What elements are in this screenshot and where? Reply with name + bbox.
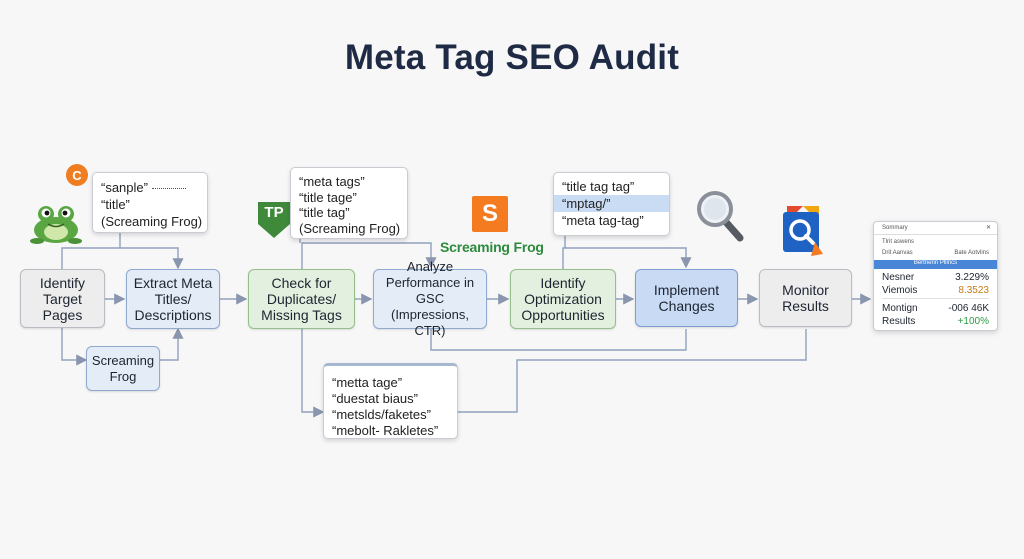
step-identify-opportunities: Identify Optimization Opportunities	[510, 269, 616, 329]
screaming-frog-brand-label: Screaming Frog	[440, 239, 544, 255]
note-bottom-line-3: “metslds/faketes”	[332, 407, 431, 422]
dashboard-sub2-right: Bate Aotvlins	[954, 250, 989, 256]
s-logo-icon: S	[472, 196, 508, 232]
dashboard-band: Bertnenn Plllncs	[874, 260, 997, 269]
tp-badge-label: TP	[264, 204, 284, 221]
screaming-frog-box: Screaming Frog	[86, 346, 160, 391]
step-extract-meta: Extract Meta Titles/ Descriptions	[126, 269, 220, 329]
note-check-line-4: (Screaming Frog)	[299, 220, 401, 236]
step-check-duplicates: Check for Duplicates/ Missing Tags	[248, 269, 355, 329]
dashboard-row-3-label: Montign	[882, 303, 918, 314]
dashboard-row-1-value: 3.229%	[955, 272, 989, 283]
dashboard-sub2-left: Drit Aanvas	[882, 250, 913, 256]
note-opportunities-line-2: “mptag/”	[554, 195, 669, 212]
note-extract-line-3: (Screaming Frog)	[101, 214, 203, 229]
step-monitor-results: Monitor Results	[759, 269, 852, 327]
results-dashboard: Sommary ✕ Tlrit aswens Drit Aanvas Bate …	[873, 221, 998, 331]
note-bottom: “metta tage” “duestat biaus” “metslds/fa…	[323, 363, 458, 439]
note-opportunities-line-3: “meta tag-tag”	[562, 213, 644, 228]
note-check: “meta tags” “title tage” “title tag” (Sc…	[290, 167, 408, 239]
step-analyze-gsc: Analyze Performance in GSC (Impressions,…	[373, 259, 487, 338]
dashboard-row-3-value: -006 46K	[948, 303, 989, 314]
step-implement-changes: Implement Changes	[635, 269, 738, 327]
note-check-line-3: “title tag”	[299, 205, 350, 220]
c-badge-icon: C	[66, 164, 88, 186]
dashboard-row-4-value: +100%	[957, 316, 989, 327]
tp-shield-icon: TP	[254, 198, 294, 242]
note-bottom-line-1: “metta tage”	[332, 375, 403, 390]
dashboard-row-2-value: 8.3523	[958, 285, 989, 296]
frog-icon	[28, 200, 84, 246]
dashboard-row-4-label: Results	[882, 316, 916, 327]
magnifier-icon	[694, 188, 746, 244]
note-bottom-line-2: “duestat biaus”	[332, 391, 418, 406]
note-check-line-1: “meta tags”	[299, 174, 365, 189]
note-check-line-2: “title tage”	[299, 189, 357, 205]
diagram-title: Meta Tag SEO Audit	[344, 38, 680, 77]
dashboard-header: Sommary	[882, 225, 908, 231]
note-extract-line-1: “sanple”	[101, 180, 148, 195]
note-opportunities-line-1: “title tag tag”	[562, 179, 635, 194]
note-opportunities: “title tag tag” “mptag/” “meta tag-tag”	[553, 172, 670, 236]
dashboard-close-icon: ✕	[985, 225, 991, 231]
step-identify-target-pages: Identify Target Pages	[20, 269, 105, 328]
dashboard-row-1-label: Nesner	[882, 272, 915, 283]
dashboard-sub1: Tlrit aswens	[882, 239, 915, 245]
gsc-icon	[777, 202, 827, 262]
note-extract-line-2: “title”	[101, 197, 130, 212]
dashboard-row-2-label: Viemois	[882, 285, 918, 296]
note-extract: “sanple” “title” (Screaming Frog)	[92, 172, 208, 233]
note-bottom-line-4: “mebolt- Rakletes”	[332, 423, 439, 438]
